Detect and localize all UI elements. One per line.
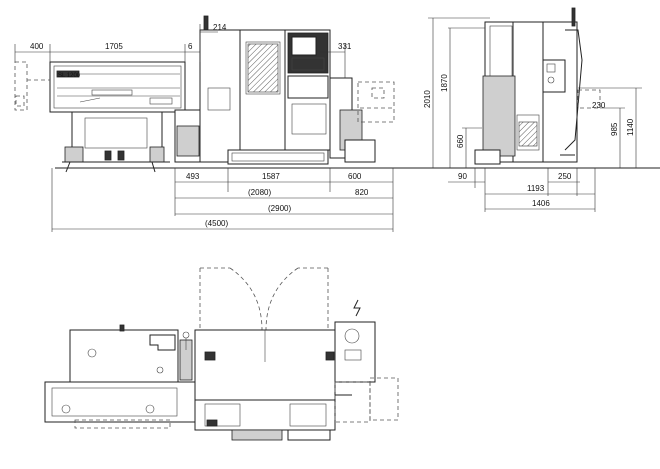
front-dims-bottom: 493 1587 600 (2080) 820 (2900) (4500) bbox=[51, 168, 394, 232]
side-dims-bottom: 90 1193 250 1406 bbox=[448, 168, 596, 212]
dim-1406: 1406 bbox=[532, 199, 550, 208]
dim-985: 985 bbox=[610, 122, 619, 136]
dim-331: 331 bbox=[338, 42, 352, 51]
dim-2010: 2010 bbox=[423, 90, 432, 108]
dim-493: 493 bbox=[186, 172, 200, 181]
top-view bbox=[44, 267, 399, 441]
dim-2080: (2080) bbox=[248, 188, 271, 197]
dim-1705: 1705 bbox=[105, 42, 123, 51]
top-bar-feeder bbox=[44, 324, 196, 429]
dim-1140: 1140 bbox=[626, 118, 635, 136]
dim-600: 600 bbox=[348, 172, 362, 181]
side-machine bbox=[474, 7, 601, 165]
model-label: SL 1200 bbox=[58, 73, 81, 79]
dim-1587: 1587 bbox=[262, 172, 280, 181]
dim-214: 214 bbox=[213, 23, 227, 32]
dim-1870: 1870 bbox=[440, 74, 449, 92]
dim-400: 400 bbox=[30, 42, 44, 51]
dim-6: 6 bbox=[188, 42, 193, 51]
dim-1193: 1193 bbox=[527, 184, 545, 193]
top-conveyor bbox=[334, 321, 399, 423]
front-dims-top: 400 1705 214 6 331 bbox=[14, 23, 352, 78]
side-view: 2010 1870 660 985 1140 230 90 1193 250 1… bbox=[423, 7, 642, 212]
dim-4500: (4500) bbox=[205, 219, 228, 228]
lightning-symbol bbox=[353, 299, 361, 317]
bar-feeder bbox=[49, 61, 186, 173]
lathe-body bbox=[174, 15, 376, 165]
side-dims-vertical: 2010 1870 660 985 1140 230 bbox=[423, 17, 642, 168]
dim-820: 820 bbox=[355, 188, 369, 197]
dim-230: 230 bbox=[592, 101, 606, 110]
dim-660: 660 bbox=[456, 134, 465, 148]
dim-90: 90 bbox=[458, 172, 467, 181]
front-view: SL 1200 bbox=[14, 15, 660, 232]
top-lathe bbox=[182, 329, 336, 441]
dim-250: 250 bbox=[558, 172, 572, 181]
dim-2900: (2900) bbox=[268, 204, 291, 213]
